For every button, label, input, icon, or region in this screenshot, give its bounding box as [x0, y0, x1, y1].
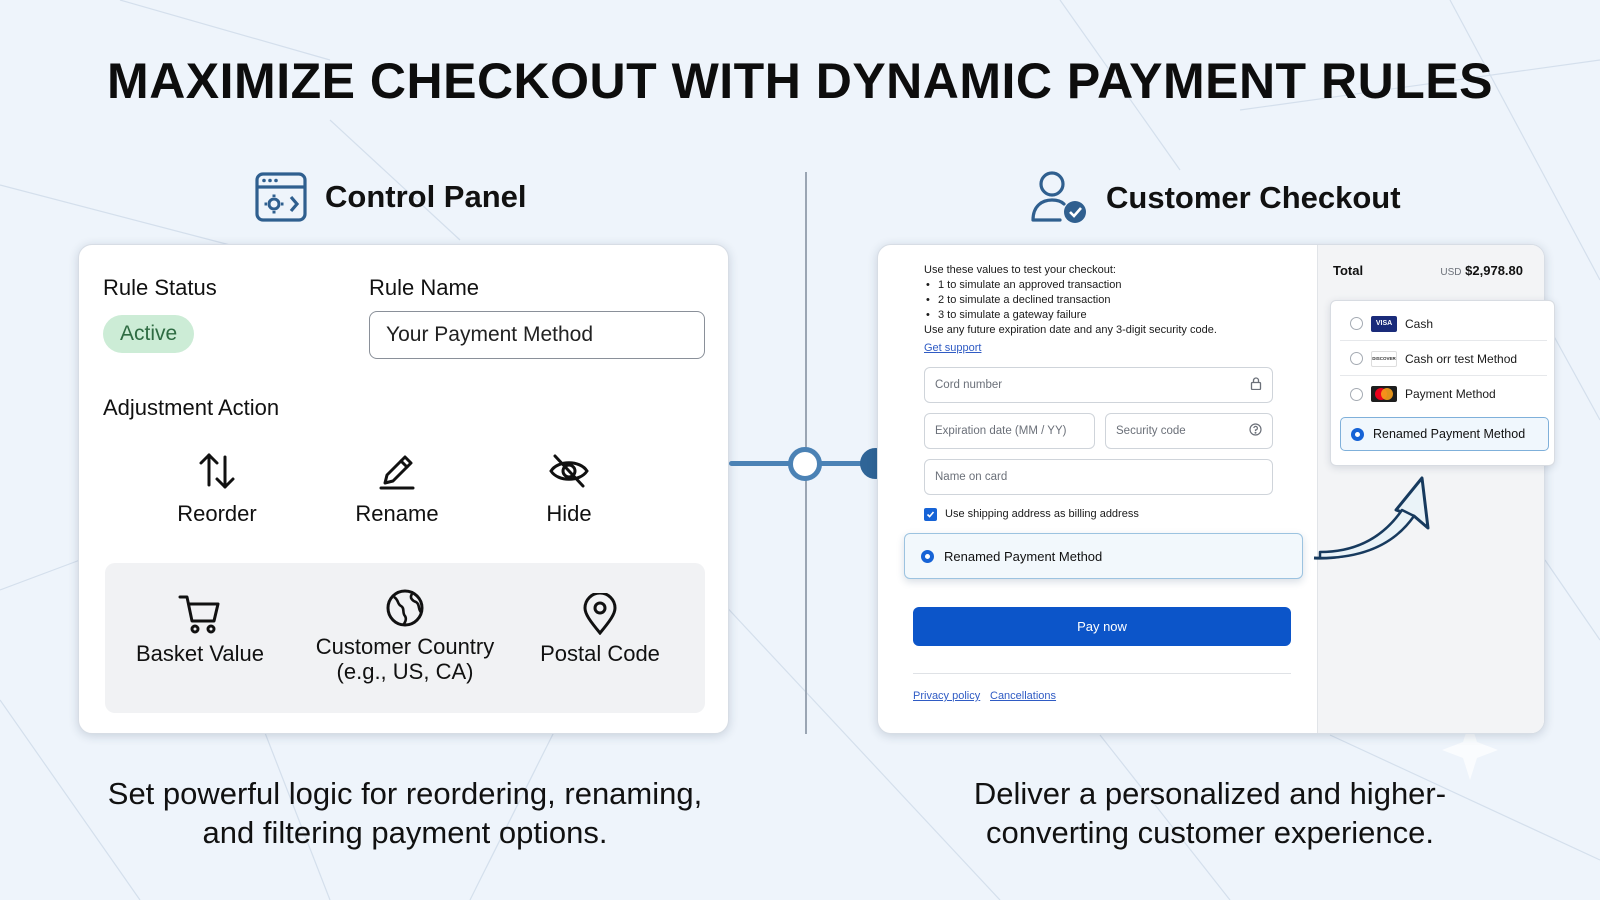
customer-checkout-caption: Deliver a personalized and higher- conve… — [860, 774, 1560, 852]
test-intro: Use these values to test your checkout: — [924, 264, 1116, 276]
customer-country-example: (e.g., US, CA) — [336, 659, 474, 684]
cart-icon — [125, 593, 275, 635]
renamed-method-callout[interactable]: Renamed Payment Method — [904, 533, 1303, 579]
rename-label: Rename — [355, 501, 439, 526]
user-check-icon — [1030, 170, 1088, 226]
payment-method-renamed-label: Renamed Payment Method — [1373, 427, 1526, 441]
billing-checkbox-label: Use shipping address as billing address — [945, 508, 1139, 520]
rename-action[interactable]: Rename — [327, 451, 467, 527]
postal-code-condition[interactable]: Postal Code — [525, 593, 675, 666]
basket-value-label: Basket Value — [135, 641, 264, 666]
total-amount-row: USD $2,978.80 — [1418, 263, 1523, 278]
hide-label: Hide — [546, 501, 592, 526]
name-on-card-field[interactable]: Name on card — [924, 459, 1273, 495]
rule-status-label: Rule Status — [103, 275, 217, 300]
test-item-1: •1 to simulate an approved transaction — [926, 279, 1122, 291]
control-panel-caption-line1: Set powerful logic for reordering, renam… — [107, 776, 703, 811]
pay-now-button[interactable]: Pay now — [913, 607, 1291, 646]
adjustment-action-label: Adjustment Action — [103, 395, 280, 420]
total-amount: $2,978.80 — [1465, 263, 1523, 278]
billing-address-row[interactable]: Use shipping address as billing address — [924, 507, 1139, 522]
payment-method-generic-label: Payment Method — [1405, 387, 1496, 401]
payment-method-cash[interactable]: VISA Cash — [1340, 307, 1547, 341]
location-pin-icon — [525, 593, 675, 635]
customer-checkout-title: Customer Checkout — [1106, 180, 1401, 215]
footer-divider — [913, 673, 1291, 674]
curved-arrow-icon — [1313, 476, 1430, 560]
radio-test-method[interactable] — [1350, 352, 1363, 365]
payment-method-test[interactable]: DISCOVER Cash orr test Method — [1340, 342, 1547, 376]
rule-name-input[interactable] — [369, 311, 705, 359]
help-circle-icon[interactable] — [1249, 423, 1262, 439]
control-panel-heading: Control Panel — [255, 172, 527, 222]
security-code-field[interactable]: Security code — [1105, 413, 1273, 449]
test-instructions: Use these values to test your checkout: … — [924, 263, 1304, 338]
control-panel-title: Control Panel — [325, 179, 527, 214]
control-panel-card: Rule Status Active Rule Name Adjustment … — [78, 244, 729, 734]
payment-method-test-label: Cash orr test Method — [1405, 351, 1518, 366]
rule-status-badge[interactable]: Active — [103, 315, 195, 353]
visa-card-icon: VISA — [1371, 315, 1397, 332]
page-headline: MAXIMIZE CHECKOUT WITH DYNAMIC PAYMENT R… — [107, 53, 1493, 109]
callout-radio[interactable] — [921, 549, 934, 563]
name-on-card-placeholder: Name on card — [935, 471, 1008, 483]
lock-icon — [1250, 377, 1262, 393]
test-item-2: •2 to simulate a declined transaction — [926, 294, 1111, 306]
reorder-label: Reorder — [177, 501, 257, 526]
radio-cash[interactable] — [1350, 317, 1363, 330]
settings-window-icon — [255, 172, 307, 222]
globe-icon — [290, 588, 520, 628]
cancellations-link[interactable]: Cancellations — [990, 690, 1057, 702]
discover-card-icon: DISCOVER — [1371, 350, 1397, 367]
payment-method-list: VISA Cash DISCOVER Cash orr test Method … — [1330, 300, 1555, 466]
expiration-field[interactable]: Expiration date (MM / YY) — [924, 413, 1095, 449]
card-number-placeholder: Cord number — [935, 379, 1003, 391]
total-currency: USD — [1440, 267, 1462, 278]
customer-checkout-caption-line1: Deliver a personalized and higher- — [973, 776, 1447, 811]
postal-code-label: Postal Code — [540, 641, 660, 666]
reorder-arrows-icon — [147, 451, 287, 491]
control-panel-caption-line2: and filtering payment options. — [202, 815, 608, 850]
rule-name-label: Rule Name — [369, 275, 480, 300]
customer-country-condition[interactable]: Customer Country (e.g., US, CA) — [290, 588, 520, 684]
pencil-icon — [327, 451, 467, 491]
test-outro: Use any future expiration date and any 3… — [924, 324, 1217, 336]
total-label: Total — [1333, 263, 1364, 278]
callout-label: Renamed Payment Method — [944, 548, 1103, 564]
mastercard-icon — [1371, 386, 1397, 402]
payment-method-generic[interactable]: Payment Method — [1340, 377, 1547, 411]
customer-checkout-caption-line2: converting customer experience. — [985, 815, 1434, 850]
customer-checkout-heading: Customer Checkout — [1030, 170, 1401, 226]
radio-renamed-method[interactable] — [1351, 427, 1364, 441]
eye-slash-icon — [499, 451, 639, 491]
card-number-field[interactable]: Cord number — [924, 367, 1273, 403]
control-panel-caption: Set powerful logic for reordering, renam… — [40, 774, 770, 852]
conditions-panel: Basket Value Customer Country (e.g., US,… — [105, 563, 705, 713]
payment-method-renamed[interactable]: Renamed Payment Method — [1340, 417, 1549, 451]
payment-method-cash-label: Cash — [1405, 316, 1434, 331]
hide-action[interactable]: Hide — [499, 451, 639, 527]
expiration-placeholder: Expiration date (MM / YY) — [935, 425, 1067, 437]
get-support-link[interactable]: Get support — [924, 342, 982, 354]
basket-value-condition[interactable]: Basket Value — [125, 593, 275, 666]
test-item-3: •3 to simulate a gateway failure — [926, 309, 1087, 321]
reorder-action[interactable]: Reorder — [147, 451, 287, 527]
customer-country-label: Customer Country — [315, 634, 495, 659]
radio-payment-method[interactable] — [1350, 387, 1363, 401]
connector-node-open — [788, 447, 822, 481]
security-code-placeholder: Security code — [1116, 425, 1186, 437]
privacy-policy-link[interactable]: Privacy policy — [913, 690, 981, 702]
billing-checkbox[interactable] — [924, 508, 937, 521]
